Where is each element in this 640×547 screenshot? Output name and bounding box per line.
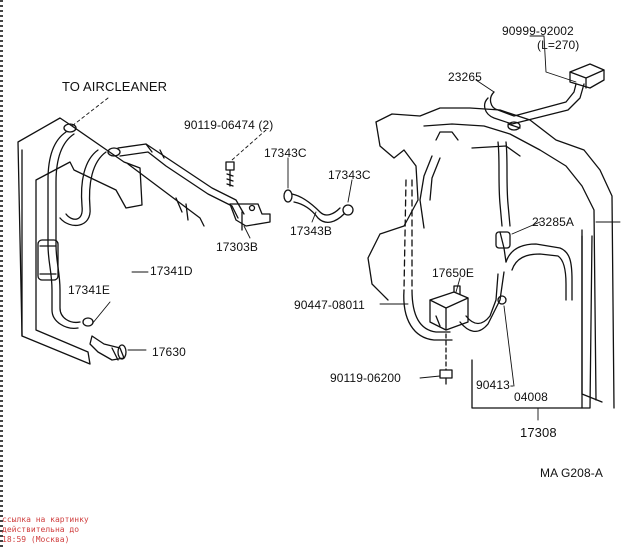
leader-lines	[71, 35, 621, 421]
label-17308: 17308	[520, 425, 557, 440]
watermark-line-1: ссылка на картинку	[2, 515, 89, 524]
watermark-line-2: действительна до	[2, 525, 80, 534]
label-17341d: 17341D	[150, 264, 193, 278]
label-90413-b: 04008	[514, 390, 548, 404]
label-90999-length: (L=270)	[537, 38, 580, 52]
label-90413-a: 90413-	[476, 378, 514, 392]
label-90119-06200: 90119-06200	[330, 371, 401, 385]
left-hose-assembly	[17, 117, 354, 365]
watermark-text: ссылка на картинку действительна до 18:5…	[2, 515, 89, 545]
label-90447-08011: 90447-08011	[294, 298, 365, 312]
label-17341e: 17341E	[68, 283, 110, 297]
label-23285a: 23285A	[532, 215, 574, 229]
label-17303b: 17303B	[216, 240, 258, 254]
right-engine-assembly	[367, 63, 615, 409]
label-to-aircleaner: TO AIRCLEANER	[62, 79, 168, 94]
figure-code: MA G208-A	[540, 466, 603, 480]
label-17650e: 17650E	[432, 266, 474, 280]
label-90999-92002: 90999-92002	[502, 24, 574, 38]
label-17343b: 17343B	[290, 224, 332, 238]
label-17630: 17630	[152, 345, 186, 359]
watermark-line-3: 18:59 (Москва)	[2, 535, 70, 544]
label-90119-06474: 90119-06474 (2)	[184, 118, 274, 132]
left-border-dashed	[0, 0, 3, 547]
label-17343c-left: 17343C	[264, 146, 307, 160]
label-17343c-right: 17343C	[328, 168, 371, 182]
label-23265: 23265	[448, 70, 482, 84]
